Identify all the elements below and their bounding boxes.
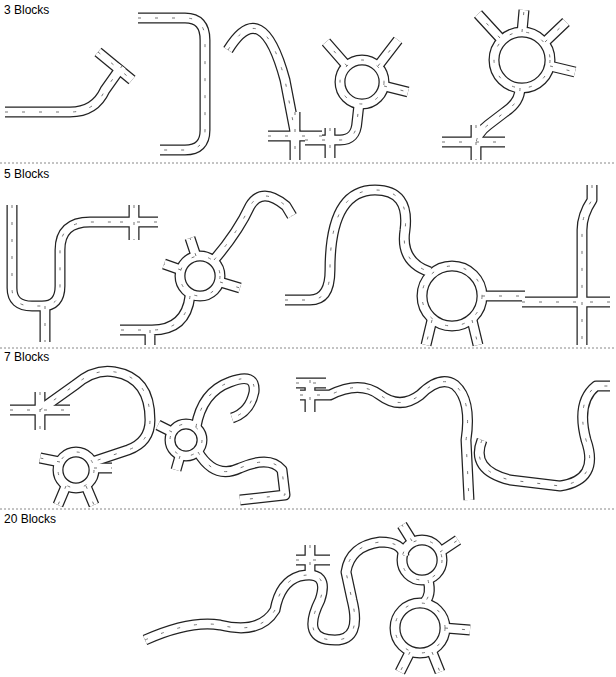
row-heading: 5 Blocks	[2, 167, 51, 181]
row-heading: 3 Blocks	[2, 3, 51, 17]
row-heading: 20 Blocks	[2, 512, 58, 526]
row-heading: 7 Blocks	[2, 350, 51, 364]
